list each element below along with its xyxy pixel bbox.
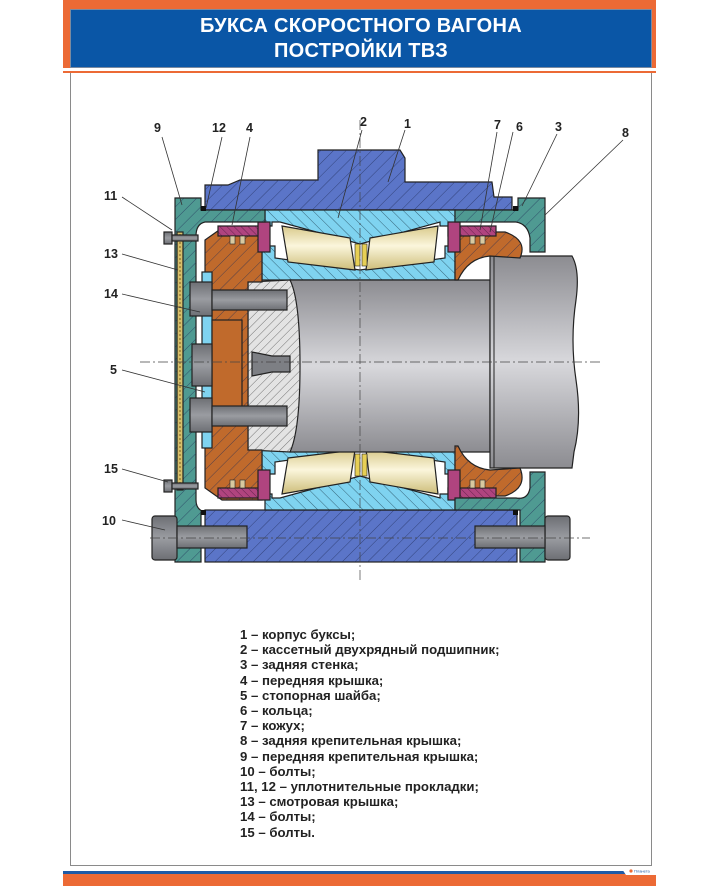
legend-item: 7 – кожух; [240,718,305,734]
callout-3: 3 [555,120,562,134]
callout-12: 12 [212,121,226,135]
poster-header: БУКСА СКОРОСТНОГО ВАГОНА ПОСТРОЙКИ ТВЗ [70,9,652,68]
logo-icon [629,869,633,873]
callout-11: 11 [104,189,117,203]
legend-item: 14 – болты; [240,809,316,825]
legend-item: 13 – смотровая крышка; [240,794,399,810]
callout-5: 5 [110,363,117,377]
seal-rings [217,221,497,501]
callout-8: 8 [622,126,629,140]
callout-2: 2 [360,115,367,129]
roller-bottom-right [365,449,439,495]
header-separator [63,68,656,71]
legend-item: 2 – кассетный двухрядный подшипник; [240,642,500,658]
callout-1: 1 [404,117,411,131]
callout-9: 9 [154,121,161,135]
inspection-cover [176,231,184,491]
housing-bottom [204,509,518,563]
roller-bottom-left [281,449,356,495]
center-lines [140,120,600,580]
callout-13: 13 [104,247,118,261]
callout-10: 10 [102,514,116,528]
roller-top-left [281,225,356,271]
callout-14: 14 [104,287,118,301]
callout-4: 4 [246,121,253,135]
housing-bolts [151,515,571,561]
logo-text: Планета [634,869,651,874]
leader-lines [121,129,624,531]
axle-box-cross-section: 9 12 4 2 1 7 6 3 8 11 13 14 5 15 10 [102,115,629,580]
footer-stripe [63,871,656,874]
callout-labels: 9 12 4 2 1 7 6 3 8 11 13 14 5 15 10 [102,115,629,528]
publisher-logo: Планета [620,866,656,875]
legend-item: 1 – корпус буксы; [240,627,356,642]
legend-item: 11, 12 – уплотнительные прокладки; [240,779,479,795]
title-line-2: ПОСТРОЙКИ ТВЗ [273,39,449,62]
title-line-1: БУКСА СКОРОСТНОГО ВАГОНА [199,14,522,37]
legend-item: 9 – передняя крепительная крышка; [240,748,479,764]
axle [289,255,580,469]
callout-15: 15 [104,462,118,476]
legend-item: 15 – болты. [240,824,315,840]
front-cap-bolts [189,281,288,433]
callout-6: 6 [516,120,523,134]
legend-item: 5 – стопорная шайба; [240,687,381,703]
callout-7: 7 [494,118,501,132]
parts-legend: 1 – корпус буксы; 2 – кассетный двухрядн… [240,627,600,840]
footer-band [63,874,656,886]
legend-item: 6 – кольца; [240,703,313,719]
roller-top-right [365,225,439,271]
legend-item: 3 – задняя стенка; [240,657,359,673]
legend-item: 10 – болты; [240,763,316,779]
housing-top [204,149,513,211]
legend-item: 8 – задняя крепительная крышка; [240,733,462,749]
inspection-cover-bolts [163,231,199,493]
gaskets [201,206,518,515]
legend-item: 4 – передняя крышка; [240,672,384,688]
